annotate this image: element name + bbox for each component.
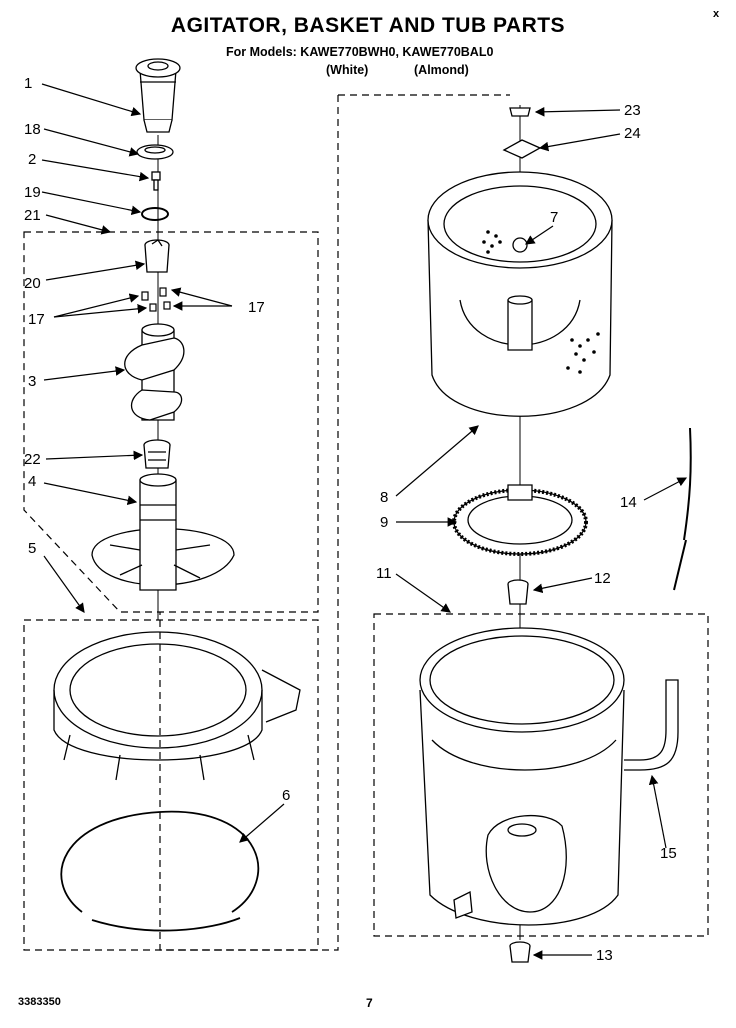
callout-20: 20 <box>24 275 41 292</box>
part-12-coupler <box>507 579 529 605</box>
callout-23: 23 <box>624 102 641 119</box>
callout-14: 14 <box>620 494 637 511</box>
callout-22: 22 <box>24 451 41 468</box>
color-white-label: (White) <box>326 63 369 77</box>
part-18-ring <box>136 144 174 160</box>
callout-3: 3 <box>28 373 36 390</box>
group-box-agitator <box>23 231 319 613</box>
part-13-nut <box>509 941 531 963</box>
callout-15: 15 <box>660 845 677 862</box>
callout-labels: 1 18 2 19 21 20 17 17 3 22 4 5 6 23 24 7… <box>24 75 677 964</box>
callout-13: 13 <box>596 947 613 964</box>
part-17-dogs <box>141 287 171 312</box>
callout-6: 6 <box>282 787 290 804</box>
part-23-clip <box>509 107 531 117</box>
part-2-bolt <box>151 171 161 191</box>
part-3-auger <box>124 323 185 421</box>
part-20-dog <box>144 239 170 273</box>
group-box-tub <box>373 613 709 937</box>
group-box-ring <box>23 619 319 951</box>
connector-line <box>159 95 339 951</box>
page-title: AGITATOR, BASKET AND TUB PARTS <box>170 14 566 37</box>
part-8-basket <box>427 171 613 417</box>
callout-19: 19 <box>24 184 41 201</box>
color-almond-label: (Almond) <box>414 63 469 77</box>
callout-7: 7 <box>550 209 558 226</box>
callout-18: 18 <box>24 121 41 138</box>
part-6-hoop <box>60 810 259 932</box>
callout-4: 4 <box>28 473 36 490</box>
callout-21: 21 <box>24 207 41 224</box>
callout-17-left: 17 <box>28 311 45 328</box>
callout-8: 8 <box>380 489 388 506</box>
part-4-agitator-base <box>91 473 235 591</box>
part-agitator-cap <box>135 58 181 133</box>
part-5-tub-ring <box>53 631 301 781</box>
part-19-seal <box>141 207 169 221</box>
callout-9: 9 <box>380 514 388 531</box>
callout-2: 2 <box>28 151 36 168</box>
part-11-tub <box>419 627 679 926</box>
part-24-bracket <box>502 139 542 159</box>
callout-24: 24 <box>624 125 641 142</box>
callout-11: 11 <box>376 565 392 582</box>
document-number: 3383350 <box>18 996 61 1008</box>
callout-1: 1 <box>24 75 32 92</box>
models-line: For Models: KAWE770BWH0, KAWE770BAL0 <box>226 45 494 59</box>
page-number: 7 <box>366 996 373 1010</box>
corner-mark: x <box>713 8 720 20</box>
part-14-hose <box>673 427 692 591</box>
leader-lines <box>41 83 688 960</box>
callout-5: 5 <box>28 540 36 557</box>
callout-12: 12 <box>594 570 611 587</box>
part-9-drive-gear <box>452 484 588 556</box>
callout-17-right: 17 <box>248 299 265 316</box>
part-22-ratchet <box>143 439 171 469</box>
